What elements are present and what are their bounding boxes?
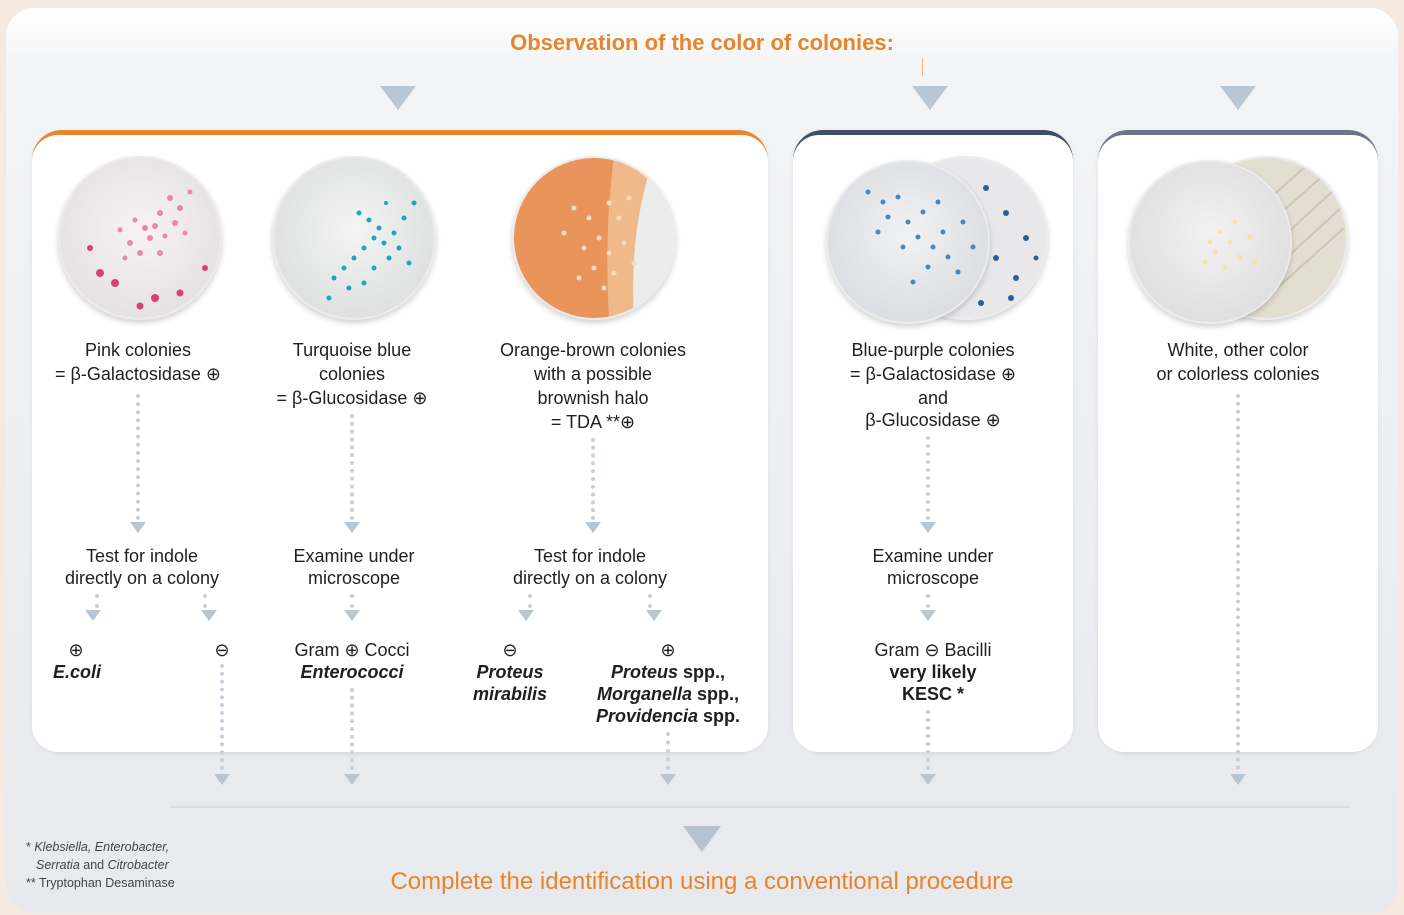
title-connector xyxy=(922,58,923,76)
turquoise-colonies-plate-image xyxy=(272,156,436,320)
bluepurple-test-line-1: Examine under xyxy=(872,546,994,566)
turquoise-test-line-2: microscope xyxy=(307,568,401,588)
pink-negative-sign: ⊖ xyxy=(214,640,230,660)
blue-purple-colonies-plate-image xyxy=(826,160,990,324)
pink-positive-sign: ⊕ xyxy=(68,640,84,660)
orange-result-line-1: Orange-brown colonies xyxy=(499,340,687,360)
turquoise-result-line-2: colonies xyxy=(318,364,386,384)
orange-test-line-1: Test for indole xyxy=(533,546,647,566)
orange-arrow xyxy=(585,522,601,533)
orange-long-dots xyxy=(666,732,670,770)
orange-positive-sign: ⊕ xyxy=(660,640,676,660)
white-long-dots xyxy=(1236,394,1240,770)
bottom-down-triangle xyxy=(683,826,721,852)
pink-neg-arrow xyxy=(201,610,217,621)
pink-positive-ecoli: E.coli xyxy=(52,662,102,682)
bluepurple-arrow xyxy=(920,522,936,533)
turquoise-outcome-line-1: Gram ⊕ Cocci xyxy=(294,640,410,660)
pink-bottom-arrow xyxy=(214,774,230,785)
footer-title: Complete the identification using a conv… xyxy=(390,868,1014,895)
pink-neg-long-dots xyxy=(220,664,224,770)
turquoise-outcome-enterococci: Enterococci xyxy=(300,662,404,682)
down-triangle-1 xyxy=(380,86,416,110)
turquoise-result-line-3: = β-Glucosidase ⊕ xyxy=(276,388,428,408)
pink-result-line-2: = β-Galactosidase ⊕ xyxy=(54,364,222,384)
bluepurple-long-dots xyxy=(926,710,930,770)
orange-positive-line-1: Proteus spp., xyxy=(610,662,726,682)
white-result-line-1: White, other color xyxy=(1167,340,1309,360)
pink-result-line-1: Pink colonies xyxy=(84,340,192,360)
footnote-2: ** Tryptophan Desaminase xyxy=(26,876,175,890)
pink-test-line-1: Test for indole xyxy=(85,546,199,566)
down-triangle-3 xyxy=(1220,86,1256,110)
white-bottom-arrow xyxy=(1230,774,1246,785)
orange-positive-line-3: Providencia spp. xyxy=(595,706,741,726)
orange-neg-dots xyxy=(528,594,532,608)
orange-result-line-2: with a possible xyxy=(533,364,653,384)
orange-colonies-plate-image xyxy=(512,156,676,320)
diagram-title: Observation of the color of colonies: xyxy=(510,30,894,55)
bluepurple-result-line-2: = β-Galactosidase ⊕ xyxy=(849,364,1017,384)
bluepurple-test-line-2: microscope xyxy=(886,568,980,588)
pink-arrow xyxy=(130,522,146,533)
turquoise-test-line-1: Examine under xyxy=(293,546,415,566)
turquoise-result-line-1: Turquoise blue xyxy=(292,340,412,360)
pink-pos-dots xyxy=(95,594,99,608)
footnote-1-line-2: Serratia and Citrobacter xyxy=(36,858,169,872)
pink-neg-dots xyxy=(203,594,207,608)
bluepurple-outcome-line-2: very likely xyxy=(889,662,977,682)
bluepurple-bottom-arrow xyxy=(920,774,936,785)
pink-pos-arrow xyxy=(85,610,101,621)
bluepurple-outcome-arrow xyxy=(920,610,936,621)
down-triangle-2 xyxy=(912,86,948,110)
bottom-divider xyxy=(170,806,1350,808)
bluepurple-result-line-4: β-Glucosidase ⊕ xyxy=(865,410,1001,430)
orange-bottom-arrow xyxy=(660,774,676,785)
orange-negative-sign: ⊖ xyxy=(502,640,518,660)
turquoise-long-dots xyxy=(350,688,354,770)
orange-neg-arrow xyxy=(518,610,534,621)
bluepurple-result-line-1: Blue-purple colonies xyxy=(851,340,1015,360)
white-result-line-2: or colorless colonies xyxy=(1156,364,1320,384)
orange-result-line-4: = TDA **⊕ xyxy=(550,412,636,432)
turquoise-outcome-dots xyxy=(350,594,354,608)
orange-positive-line-2: Morganella spp., xyxy=(596,684,740,704)
turquoise-outcome-arrow xyxy=(344,610,360,621)
orange-negative-mirabilis: mirabilis xyxy=(472,684,548,704)
orange-dotted-connector xyxy=(591,438,595,520)
footnote-1-line-1: * Klebsiella, Enterobacter, xyxy=(26,840,170,854)
turquoise-bottom-arrow xyxy=(344,774,360,785)
bluepurple-outcome-line-3: KESC * xyxy=(901,684,965,704)
orange-pos-dots xyxy=(648,594,652,608)
pink-dotted-connector xyxy=(136,394,140,520)
pink-colonies-plate-image xyxy=(58,156,222,320)
orange-negative-proteus: Proteus xyxy=(476,662,544,682)
bluepurple-outcome-line-1: Gram ⊖ Bacilli xyxy=(874,640,992,660)
pink-test-line-2: directly on a colony xyxy=(64,568,220,588)
turquoise-arrow xyxy=(344,522,360,533)
bluepurple-result-line-3: and xyxy=(917,388,949,408)
turquoise-dotted-connector xyxy=(350,414,354,520)
bluepurple-dotted-connector xyxy=(926,436,930,520)
bluepurple-outcome-dots xyxy=(926,594,930,608)
orange-pos-arrow xyxy=(646,610,662,621)
orange-test-line-2: directly on a colony xyxy=(512,568,668,588)
white-colonies-plate-image xyxy=(1128,160,1292,324)
orange-result-line-3: brownish halo xyxy=(537,388,649,408)
